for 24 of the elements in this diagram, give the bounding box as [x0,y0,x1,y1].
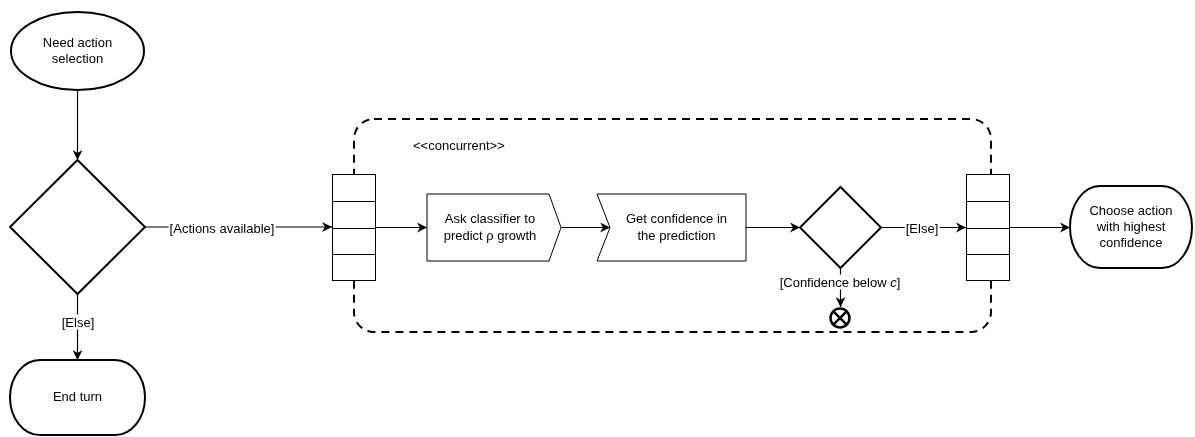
send-signal-action [427,194,561,261]
node-label: Choose action with highest confidence [1088,202,1174,252]
decision-diamond [10,160,145,294]
edge-label: [Else] [60,314,96,330]
node-label: End turn [52,389,103,406]
arrow [72,90,83,161]
end-node [10,360,145,435]
arrow [745,222,801,233]
stereotype-label: <<concurrent>> [413,138,505,155]
arrow [1009,222,1071,233]
node-label: Need action selection [41,34,114,68]
accept-event-action [597,194,746,261]
edge-label: [Confidence below c] [778,274,902,290]
arrow [375,222,428,233]
node-label: Ask classifier to predict ρ growth [442,211,538,244]
input-pin [332,174,376,281]
node-label: Get confidence in the prediction [624,211,729,244]
output-pin [966,174,1010,281]
flow-final-node [829,307,851,329]
activity-end-node [1070,186,1192,268]
start-node [10,11,145,91]
expansion-region [353,118,992,333]
decision-diamond [800,187,881,268]
arrow [560,222,611,233]
